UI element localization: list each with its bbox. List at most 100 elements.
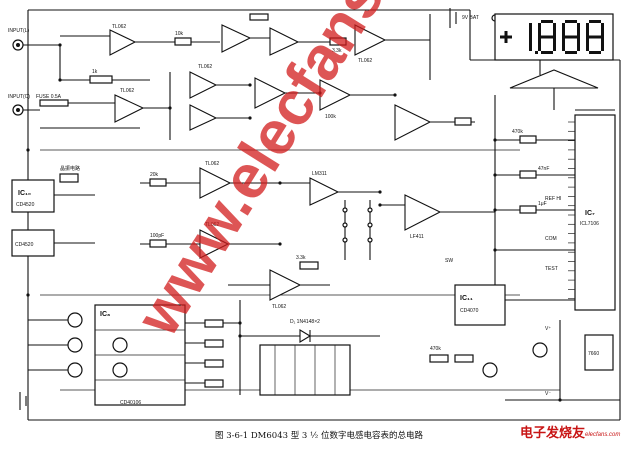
svg-text:3.3k: 3.3k — [332, 48, 342, 54]
lcd-segment — [601, 23, 604, 37]
icl7106-body — [574, 114, 616, 311]
icl7106-label: IC₇ — [585, 210, 595, 217]
junction-dot — [493, 248, 497, 252]
amp-tl062-mid-left: TL062 1k — [89, 69, 170, 123]
junction-dots — [26, 43, 562, 402]
svg-text:TL062: TL062 — [272, 304, 286, 310]
input-section: INPUT(L) INPUT(C) FUSE 0.5A — [8, 28, 150, 129]
svg-text:CD4520: CD4520 — [15, 242, 34, 248]
amp-pair-top: 10M 3.3k — [221, 13, 347, 56]
right-components: 47nF 1μF 470k — [494, 95, 575, 300]
svg-text:1k: 1k — [92, 69, 98, 75]
ic-cd40106: CD40106 IC₈ — [94, 304, 186, 406]
svg-text:IC₁₀: IC₁₀ — [18, 190, 31, 197]
lcd-decimal-point — [535, 51, 538, 54]
lcd-segment — [586, 23, 589, 37]
svg-text:V⁺: V⁺ — [545, 326, 551, 332]
svg-text:LM311: LM311 — [312, 171, 327, 177]
svg-text:REF HI: REF HI — [545, 196, 561, 202]
lcd-segment — [562, 23, 565, 37]
lcd-segment — [601, 37, 604, 51]
svg-text:SW: SW — [445, 258, 453, 264]
svg-text:IC₈: IC₈ — [100, 311, 110, 318]
lcd-plus-sign — [504, 31, 508, 43]
lcd-segment — [565, 35, 577, 39]
amp-tl062-mid: TL062 — [169, 64, 250, 140]
icl7106-pins — [568, 121, 575, 300]
svg-text:100pF: 100pF — [150, 233, 164, 239]
junction-dot — [378, 203, 382, 207]
lcd-segment — [553, 37, 556, 51]
lcd-segment — [538, 23, 541, 37]
amp-lf411: LF411 — [380, 194, 495, 240]
input-l-label: INPUT(L) — [8, 28, 29, 34]
svg-text:CD4520: CD4520 — [16, 202, 35, 208]
amp-lm311: LM311 — [280, 171, 380, 206]
junction-dot — [318, 91, 322, 95]
lcd-segment — [541, 20, 553, 23]
battery-section: 9V BAT — [449, 8, 499, 28]
svg-text:TEST: TEST — [545, 266, 558, 272]
junction-dot — [558, 398, 562, 402]
logo-sub: elecfans.com — [585, 432, 620, 438]
resistor — [174, 37, 192, 46]
icl7106-part: ICL7106 — [580, 221, 599, 227]
svg-text:10k: 10k — [175, 31, 184, 37]
bottom-left-battery — [19, 392, 27, 410]
lcd-segment — [541, 51, 553, 54]
svg-text:LF411: LF411 — [410, 234, 424, 240]
svg-text:晶振电路: 晶振电路 — [60, 165, 80, 172]
lcd-segment — [577, 37, 580, 51]
junction-dot — [393, 93, 397, 97]
battery-label: 9V BAT — [462, 15, 479, 21]
lcd-segment — [562, 37, 565, 51]
lcd-segment — [541, 35, 553, 39]
lcd-display — [494, 13, 614, 110]
lcd-segment — [586, 37, 589, 51]
range-switch-array: SW — [342, 200, 453, 264]
svg-text:TL062: TL062 — [112, 24, 126, 30]
svg-text:20k: 20k — [150, 172, 159, 178]
svg-text:TL062: TL062 — [205, 222, 219, 228]
svg-text:1μF: 1μF — [538, 201, 547, 207]
junction-dot — [238, 321, 242, 325]
junction-dot — [493, 138, 497, 142]
lcd-segment — [565, 51, 577, 54]
junction-dot — [493, 208, 497, 212]
svg-text:TL062: TL062 — [120, 88, 134, 94]
svg-text:COM: COM — [545, 236, 557, 242]
figure-caption: 图 3-6-1 DM6043 型 3 ½ 位数字电感电容表的总电路 — [215, 430, 423, 441]
svg-text:470k: 470k — [512, 129, 523, 135]
svg-text:7660: 7660 — [588, 351, 599, 357]
left-transistors — [28, 312, 128, 378]
watermark-text: www.elecfans.com — [123, 0, 475, 348]
junction-dot — [26, 148, 30, 152]
svg-text:CD40106: CD40106 — [120, 400, 141, 406]
svg-text:3.3k: 3.3k — [296, 255, 306, 261]
svg-text:47nF: 47nF — [538, 166, 549, 172]
junction-dot — [248, 83, 252, 87]
resistor-ladder — [185, 300, 241, 395]
fuse-label: FUSE 0.5A — [36, 94, 62, 100]
diode-pair: D₁ 1N4148×2 — [240, 319, 380, 343]
junction-dot — [378, 190, 382, 194]
bottom-right-components: 470k 7660 V⁺ V⁻ — [429, 320, 620, 401]
ic-cd4070: IC₁₁ CD4070 — [454, 284, 575, 326]
junction-dot — [248, 116, 252, 120]
input-c-label: INPUT(C) — [8, 94, 30, 100]
lcd-digits — [500, 20, 604, 54]
junction-dot — [58, 43, 62, 47]
site-logo: 电子发烧友 elecfans.com — [520, 425, 620, 441]
lcd-segment — [529, 37, 532, 51]
amp-tl062-row2: TL062 TL062 20k 100pF — [140, 161, 280, 259]
svg-text:TL062: TL062 — [358, 58, 372, 64]
lcd-segment — [565, 20, 577, 23]
junction-dot — [493, 173, 497, 177]
lcd-segment — [589, 20, 601, 23]
ic-cd4520: IC₁₀ CD4520 CD4520 晶振电路 — [11, 165, 95, 257]
svg-text:TL062: TL062 — [205, 161, 219, 167]
amp-tl062-top-right: TL062 — [354, 14, 431, 80]
junction-dot — [238, 334, 242, 338]
junction-dot — [278, 181, 282, 185]
